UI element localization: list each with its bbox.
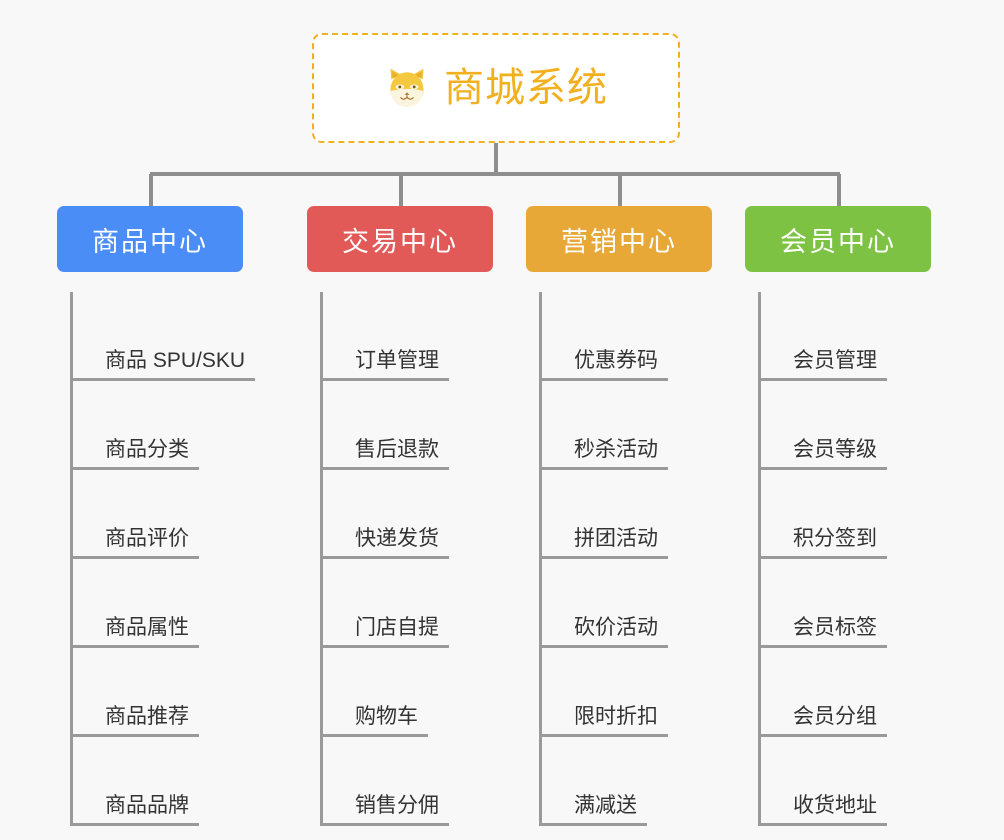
connector-drop-branch-3	[618, 174, 622, 206]
leaf-label: 拼团活动	[574, 526, 658, 550]
branch-leaf-list-4: 会员管理 会员等级 积分签到 会员标签 会员分组 收货地址	[758, 292, 931, 826]
leaf-label: 收货地址	[793, 793, 877, 817]
leaf-label: 快递发货	[355, 526, 439, 550]
leaf-label: 商品分类	[105, 437, 189, 461]
leaf-item[interactable]: 商品推荐	[73, 648, 243, 737]
leaf-item[interactable]: 拼团活动	[542, 470, 712, 559]
leaf-item[interactable]: 商品评价	[73, 470, 243, 559]
root-title: 商城系统	[444, 66, 608, 110]
leaf-item[interactable]: 门店自提	[323, 559, 493, 648]
connector-drop-branch-1	[149, 174, 153, 206]
leaf-label: 购物车	[355, 704, 418, 728]
leaf-label: 商品品牌	[105, 793, 189, 817]
leaf-item[interactable]: 商品 SPU/SKU	[73, 292, 255, 381]
leaf-label: 销售分佣	[355, 793, 439, 817]
branch-leaf-list-1: 商品 SPU/SKU 商品分类 商品评价 商品属性 商品推荐 商品品牌	[70, 292, 255, 826]
leaf-item[interactable]: 商品分类	[73, 381, 243, 470]
shiba-dog-face-icon	[384, 65, 430, 111]
connector-horizontal-bus	[150, 172, 840, 176]
leaf-label: 门店自提	[355, 615, 439, 639]
leaf-label: 会员管理	[793, 348, 877, 372]
leaf-label: 会员标签	[793, 615, 877, 639]
leaf-label: 商品 SPU/SKU	[105, 348, 246, 372]
leaf-item[interactable]: 商品属性	[73, 559, 243, 648]
leaf-label: 会员等级	[793, 437, 877, 461]
leaf-label: 商品评价	[105, 526, 189, 550]
leaf-item[interactable]: 会员标签	[761, 559, 931, 648]
branch-leaf-list-3: 优惠券码 秒杀活动 拼团活动 砍价活动 限时折扣 满减送	[539, 292, 712, 826]
leaf-label: 会员分组	[793, 704, 877, 728]
connector-root-stem	[494, 143, 498, 175]
leaf-label: 商品属性	[105, 615, 189, 639]
leaf-item[interactable]: 购物车	[323, 648, 493, 737]
leaf-item[interactable]: 秒杀活动	[542, 381, 712, 470]
branch-header-4[interactable]: 会员中心	[745, 206, 931, 272]
branch-column-1: 商品中心 商品 SPU/SKU 商品分类 商品评价 商品属性 商品推荐 商品品牌	[57, 206, 255, 826]
leaf-item[interactable]: 快递发货	[323, 470, 493, 559]
branch-column-3: 营销中心 优惠券码 秒杀活动 拼团活动 砍价活动 限时折扣 满减送	[526, 206, 712, 826]
leaf-item[interactable]: 优惠券码	[542, 292, 712, 381]
leaf-item[interactable]: 砍价活动	[542, 559, 712, 648]
leaf-label: 秒杀活动	[574, 437, 658, 461]
connector-drop-branch-4	[837, 174, 841, 206]
leaf-item[interactable]: 满减送	[542, 737, 712, 826]
leaf-item[interactable]: 限时折扣	[542, 648, 712, 737]
branch-header-1[interactable]: 商品中心	[57, 206, 243, 272]
leaf-label: 订单管理	[355, 348, 439, 372]
leaf-item[interactable]: 销售分佣	[323, 737, 493, 826]
branch-column-2: 交易中心 订单管理 售后退款 快递发货 门店自提 购物车 销售分佣	[307, 206, 493, 826]
leaf-item[interactable]: 积分签到	[761, 470, 931, 559]
leaf-label: 积分签到	[793, 526, 877, 550]
root-node[interactable]: 商城系统	[312, 33, 680, 143]
leaf-item[interactable]: 收货地址	[761, 737, 931, 826]
branch-column-4: 会员中心 会员管理 会员等级 积分签到 会员标签 会员分组 收货地址	[745, 206, 931, 826]
branch-leaf-list-2: 订单管理 售后退款 快递发货 门店自提 购物车 销售分佣	[320, 292, 493, 826]
leaf-label: 限时折扣	[574, 704, 658, 728]
leaf-item[interactable]: 会员分组	[761, 648, 931, 737]
connector-drop-branch-2	[399, 174, 403, 206]
branch-header-3[interactable]: 营销中心	[526, 206, 712, 272]
leaf-item[interactable]: 订单管理	[323, 292, 493, 381]
leaf-label: 砍价活动	[574, 615, 658, 639]
branch-header-2[interactable]: 交易中心	[307, 206, 493, 272]
leaf-item[interactable]: 会员等级	[761, 381, 931, 470]
leaf-item[interactable]: 商品品牌	[73, 737, 243, 826]
leaf-label: 满减送	[574, 793, 637, 817]
leaf-item[interactable]: 售后退款	[323, 381, 493, 470]
leaf-label: 优惠券码	[574, 348, 658, 372]
leaf-label: 售后退款	[355, 437, 439, 461]
leaf-label: 商品推荐	[105, 704, 189, 728]
leaf-item[interactable]: 会员管理	[761, 292, 931, 381]
